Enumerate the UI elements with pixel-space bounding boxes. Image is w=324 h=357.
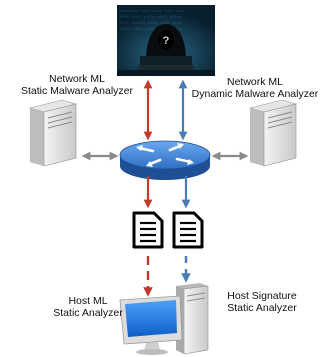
document-icon bbox=[172, 211, 204, 249]
label-line: Static Analyzer bbox=[227, 302, 297, 314]
svg-text:01001101 1010 0110 1101 010: 01001101 1010 0110 1101 010 bbox=[119, 10, 184, 14]
svg-text:0110 101101 0100 1110 0101: 0110 101101 0100 1110 0101 bbox=[119, 22, 182, 26]
label-host-signature: Host Signature Static Analyzer bbox=[206, 290, 318, 314]
router-icon bbox=[119, 140, 211, 180]
label-line: Static Analyzer bbox=[53, 307, 123, 319]
label-network-ml-static: Network ML Static Malware Analyzer bbox=[6, 73, 148, 97]
hacker-icon: 01001101 1010 0110 1101 010 1100 0101 11… bbox=[117, 5, 215, 76]
label-host-ml: Host ML Static Analyzer bbox=[40, 295, 136, 319]
svg-text:?: ? bbox=[163, 35, 170, 47]
desktop-computer-icon bbox=[119, 283, 209, 355]
label-line: Static Malware Analyzer bbox=[20, 85, 134, 97]
label-line: Dynamic Malware Analyzer bbox=[191, 88, 319, 100]
label-line: Network ML bbox=[226, 76, 283, 88]
label-line: Host Signature bbox=[227, 290, 297, 302]
label-line: Network ML bbox=[48, 73, 105, 85]
svg-text:10110 0011 1101 01100 1011: 10110 0011 1101 01100 1011 bbox=[119, 28, 182, 32]
label-network-ml-dynamic: Network ML Dynamic Malware Analyzer bbox=[186, 76, 324, 100]
label-line: Host ML bbox=[68, 295, 108, 307]
svg-text:1100 0101 11010 0011 10110: 1100 0101 11010 0011 10110 bbox=[119, 16, 182, 20]
server-icon bbox=[28, 99, 78, 167]
server-icon bbox=[248, 99, 298, 167]
document-icon bbox=[132, 211, 164, 249]
